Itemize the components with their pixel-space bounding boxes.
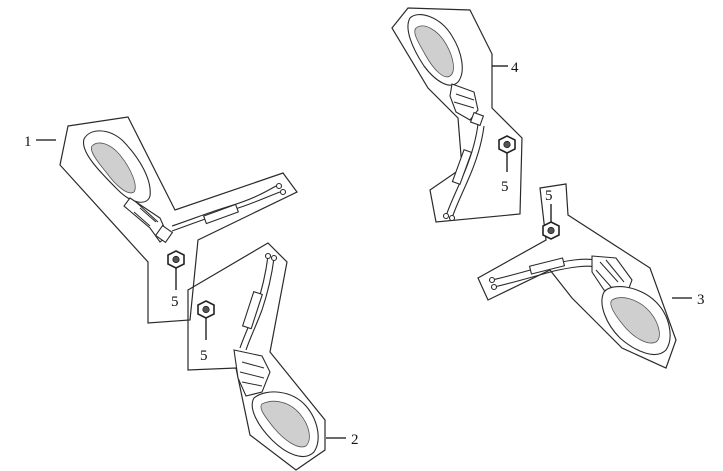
callout-nut-c: 5 [545, 188, 553, 204]
callout-part-3: 3 [697, 292, 705, 308]
callout-nut-b: 5 [200, 348, 208, 364]
indicator-assembly-4: 5 4 [391, 7, 523, 223]
indicator-assembly-2: 5 2 [187, 242, 359, 471]
callout-part-4: 4 [511, 60, 519, 76]
indicator-assembly-3: 5 3 [477, 183, 705, 369]
indicator-assembly-1: 5 1 [24, 116, 298, 324]
lens-shading-3 [610, 297, 660, 344]
callout-nut-d: 5 [501, 179, 509, 195]
indicator-stem-4 [449, 83, 479, 121]
group-outline-4 [391, 7, 523, 223]
callout-nut-a: 5 [171, 294, 179, 310]
callout-part-1: 1 [24, 134, 32, 150]
lens-shading-1 [90, 142, 136, 194]
indicator-stem-2 [233, 349, 271, 397]
group-outline-2 [187, 242, 326, 471]
lens-shading-2 [260, 400, 310, 448]
callout-part-2: 2 [351, 432, 359, 448]
group-outline-1 [59, 116, 298, 324]
lens-shading-4 [414, 25, 454, 78]
indicator-stem-1 [123, 197, 169, 243]
group-outline-3 [477, 183, 677, 369]
